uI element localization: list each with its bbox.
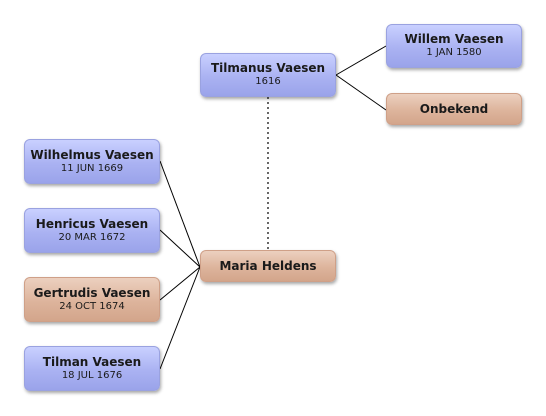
person-name: Onbekend <box>419 102 489 116</box>
person-name: Tilmanus Vaesen <box>210 61 326 75</box>
person-date: 1 JAN 1580 <box>426 47 482 58</box>
person-date: 1616 <box>255 76 281 87</box>
person-date: 20 MAR 1672 <box>58 231 126 243</box>
person-node-henricus[interactable]: Henricus Vaesen 20 MAR 1672 <box>24 208 160 253</box>
person-name: Gertrudis Vaesen <box>33 285 151 300</box>
connector-spouse-to-child-3 <box>159 266 201 301</box>
person-name: Henricus Vaesen <box>35 216 149 231</box>
connector-spouse-to-child-2 <box>159 229 201 268</box>
person-date: 18 JUL 1676 <box>61 369 123 381</box>
person-node-willem[interactable]: Willem Vaesen 1 JAN 1580 <box>386 24 522 68</box>
person-name: Wilhelmus Vaesen <box>30 147 154 162</box>
person-node-tilmanus[interactable]: Tilmanus Vaesen 1616 <box>200 53 336 97</box>
person-name: Maria Heldens <box>219 259 317 273</box>
connector-father-to-grandfather <box>335 45 387 76</box>
person-name: Willem Vaesen <box>404 32 504 46</box>
person-date: 24 OCT 1674 <box>59 300 125 312</box>
person-node-maria[interactable]: Maria Heldens <box>200 250 336 282</box>
person-node-wilhelmus[interactable]: Wilhelmus Vaesen 11 JUN 1669 <box>24 139 160 184</box>
person-node-tilman[interactable]: Tilman Vaesen 18 JUL 1676 <box>24 346 160 391</box>
person-node-onbekend[interactable]: Onbekend <box>386 93 522 125</box>
connector-spouse-to-child-4 <box>159 266 201 370</box>
person-date: 11 JUN 1669 <box>60 162 124 174</box>
person-node-gertrudis[interactable]: Gertrudis Vaesen 24 OCT 1674 <box>24 277 160 322</box>
connector-father-to-grandmother <box>335 74 387 111</box>
connector-spouse-to-child-1 <box>159 160 201 268</box>
person-name: Tilman Vaesen <box>42 354 142 369</box>
